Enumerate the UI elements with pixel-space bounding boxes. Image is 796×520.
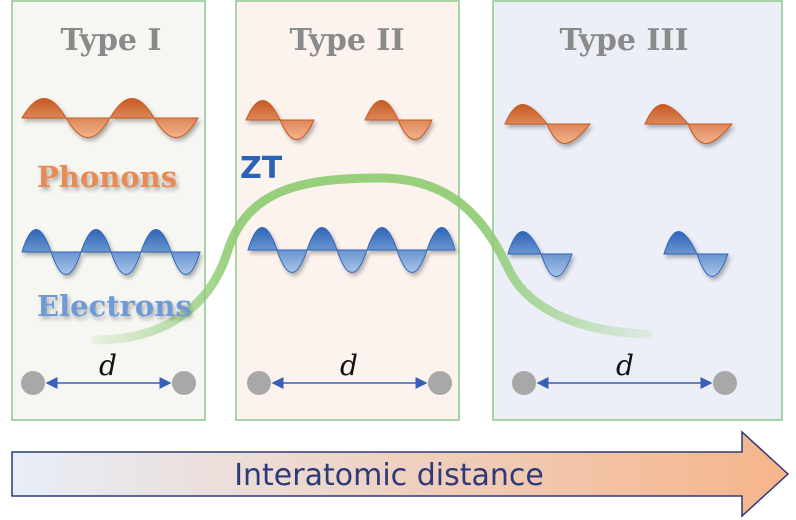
atom: [172, 371, 196, 395]
atom-pair-type-1: d: [21, 349, 196, 395]
interatomic-distance-label: Interatomic distance: [234, 458, 544, 493]
panel-type-2: [235, 0, 460, 421]
electron-wave-segment: [247, 227, 456, 273]
electron-wave-type-3: [507, 231, 729, 277]
interatomic-distance-arrow: [11, 430, 790, 518]
electron-wave-type-2: [247, 227, 456, 273]
panel-title-type-1: Type I: [60, 23, 161, 58]
phonon-wave-segment: [21, 98, 199, 138]
zt-curve: [91, 173, 653, 345]
panel-title-type-3: Type III: [559, 23, 688, 58]
zt-label: ZT: [240, 151, 283, 186]
electron-wave-segment: [21, 229, 201, 275]
distance-label: d: [99, 349, 117, 382]
distance-label: d: [340, 349, 358, 382]
panel-title-type-2: Type II: [289, 23, 404, 58]
phonon-wave-type-1: [21, 98, 199, 138]
atom: [713, 371, 737, 395]
atom: [512, 371, 536, 395]
panel-type-1: [11, 0, 206, 421]
phonon-wave-segment: [245, 100, 315, 140]
atom: [247, 371, 271, 395]
electron-wave-segment: [507, 231, 573, 277]
phonon-wave-type-2: [245, 100, 433, 140]
phonon-wave-segment: [644, 104, 734, 144]
atom-pair-type-2: d: [247, 349, 452, 395]
phonon-wave-segment: [504, 104, 592, 144]
atom-pair-type-3: d: [512, 349, 737, 395]
panel-type-3: [492, 0, 783, 421]
distance-label: d: [616, 349, 634, 382]
atom: [21, 371, 45, 395]
electron-wave-segment: [663, 231, 729, 277]
phonons-label: Phonons: [37, 160, 177, 194]
electron-wave-type-1: [21, 229, 201, 275]
electrons-label: Electrons: [37, 289, 192, 323]
phonon-wave-segment: [364, 100, 433, 140]
phonon-wave-type-3: [504, 104, 734, 144]
atom: [428, 371, 452, 395]
